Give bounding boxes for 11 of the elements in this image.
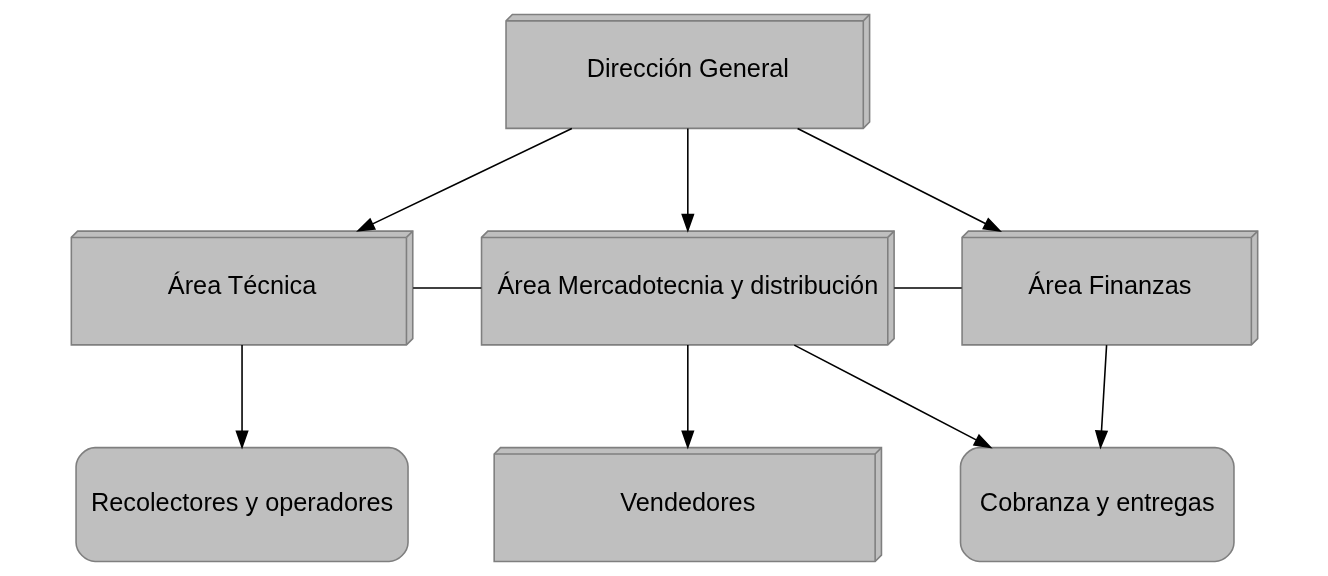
node-box: Cobranza y entregas	[959, 446, 1235, 563]
connector	[893, 287, 962, 289]
arrow	[355, 127, 573, 232]
arrow	[793, 344, 993, 449]
arrow	[234, 344, 249, 450]
arrow	[680, 127, 694, 233]
arrow	[1094, 344, 1108, 450]
node-box: Recolectores y operadores	[74, 446, 409, 563]
arrow	[796, 127, 1002, 232]
connector	[411, 287, 482, 289]
arrow	[680, 344, 694, 450]
